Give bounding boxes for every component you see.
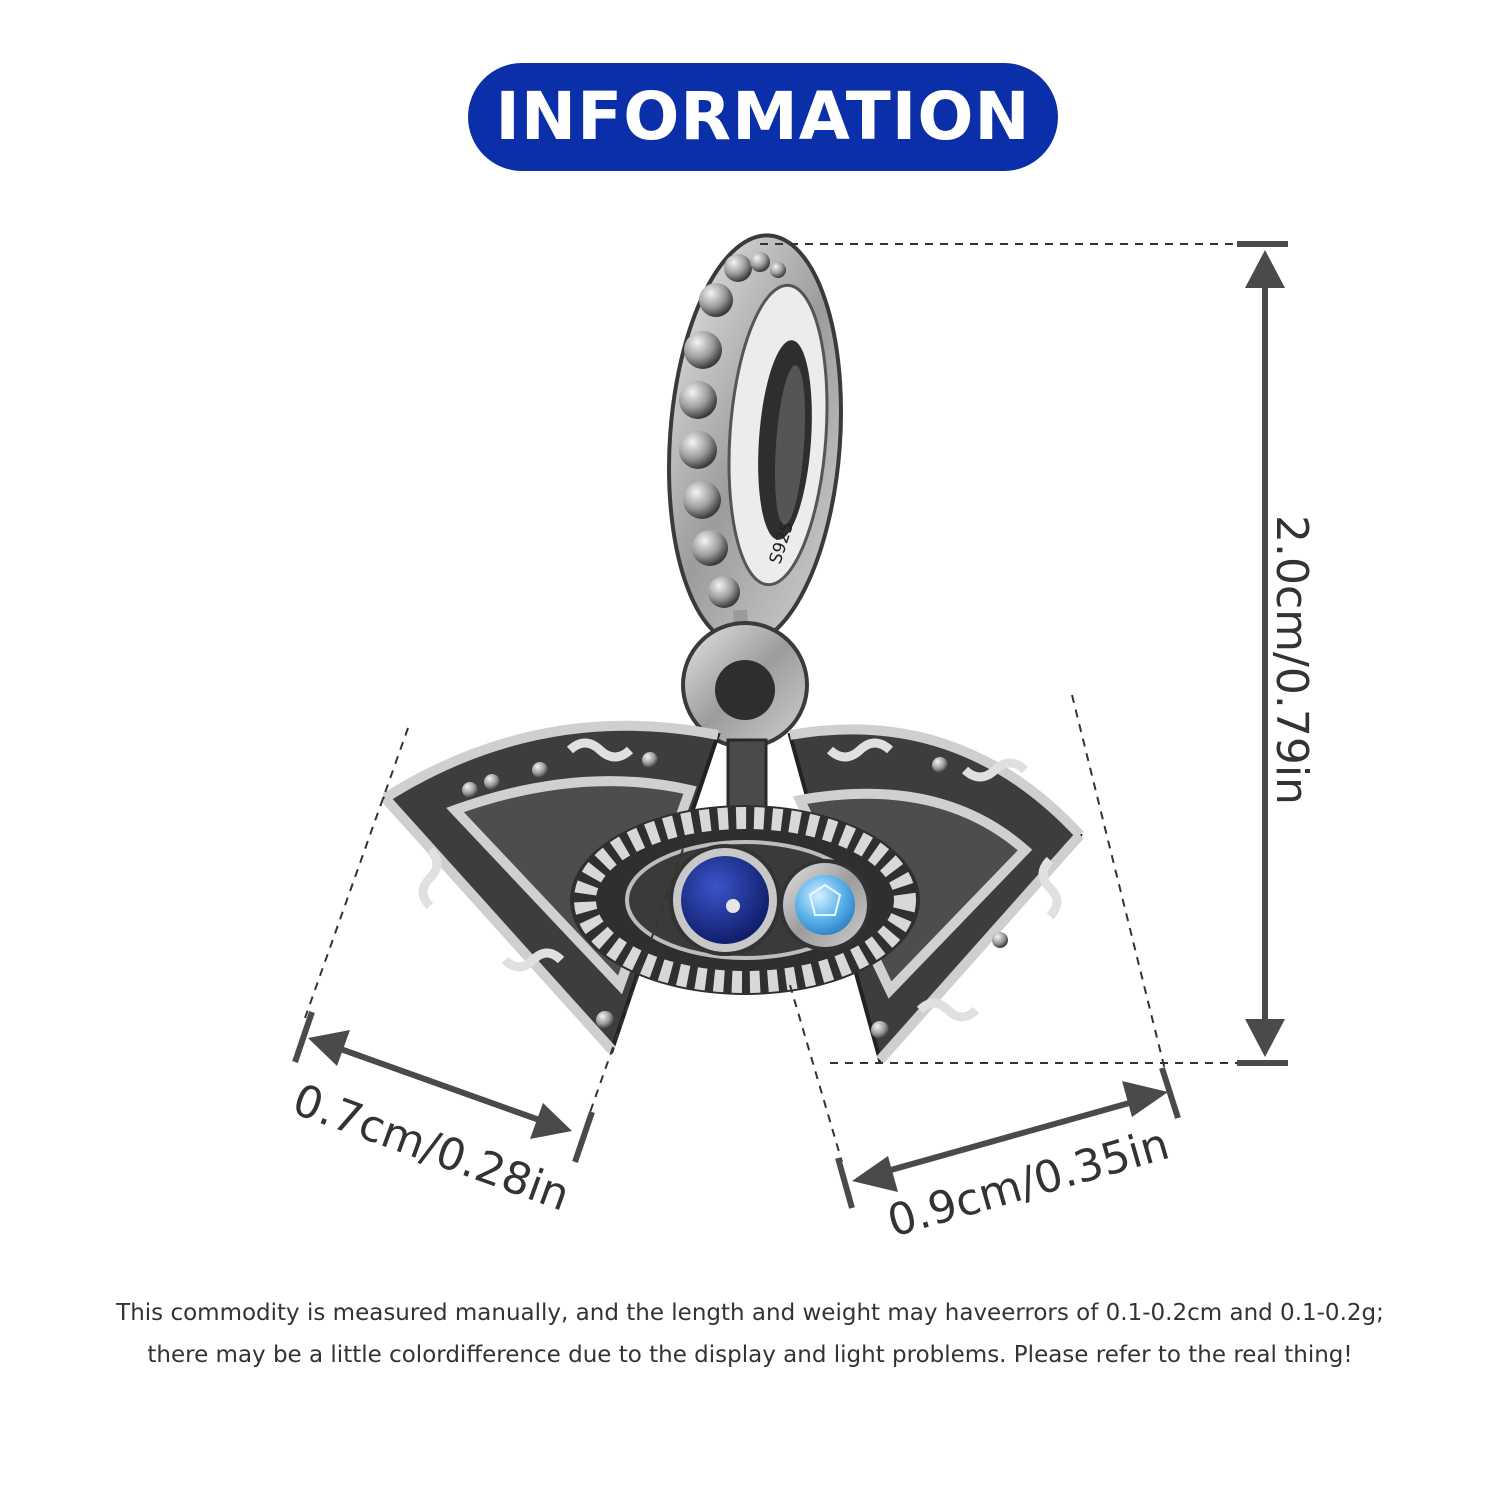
- right-width-label: 0.9cm/0.35in: [882, 1119, 1175, 1248]
- connector-ring: [681, 609, 809, 822]
- height-dimension: 2.0cm/0.79in: [760, 241, 1317, 1066]
- measurement-disclaimer: This commodity is measured manually, and…: [40, 1292, 1460, 1376]
- bail-beads: [679, 252, 786, 608]
- evil-eye-enamel: [669, 844, 781, 956]
- disclaimer-line-1: This commodity is measured manually, and…: [116, 1300, 1384, 1326]
- banner-title: INFORMATION: [495, 78, 1031, 155]
- left-width-label: 0.7cm/0.28in: [286, 1074, 576, 1221]
- information-banner: INFORMATION: [468, 63, 1058, 171]
- height-label: 2.0cm/0.79in: [1266, 515, 1317, 805]
- blue-crystal: [779, 859, 871, 951]
- disclaimer-line-2: there may be a little colordifference du…: [147, 1342, 1353, 1368]
